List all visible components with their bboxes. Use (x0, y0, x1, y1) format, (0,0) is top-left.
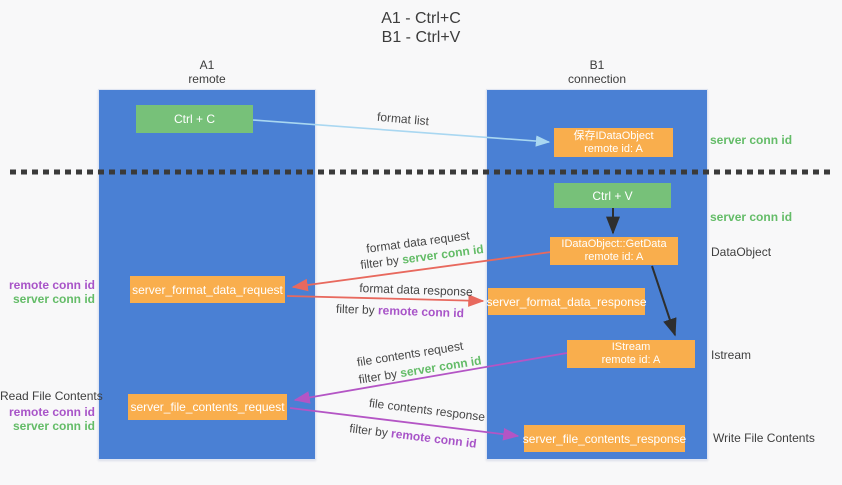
istream-line1: IStream (611, 341, 651, 353)
server-file-contents-response-box: server_file_contents_response (522, 425, 687, 452)
format-list-arrow (252, 119, 551, 147)
lane-b1-name: B1 (589, 58, 605, 72)
server-conn-id-right-mid: server conn id (710, 210, 793, 224)
server-format-data-request-box: server_format_data_request (130, 276, 285, 303)
server-conn-id-right-top: server conn id (710, 133, 793, 147)
lane-header-a1: A1 remote (98, 58, 316, 86)
write-file-contents-label: Write File Contents (713, 431, 815, 445)
ctrl-c-label: Ctrl + C (173, 112, 215, 126)
save-idataobject-line1: 保存IDataObject (573, 129, 654, 142)
remote-conn-id-key: remote conn id (377, 303, 465, 321)
file-contents-request-arrow (293, 352, 568, 404)
lane-header-b1: B1 connection (486, 58, 708, 86)
server-file-contents-request-box: server_file_contents_request (128, 394, 287, 420)
server-conn-id-left-top: server conn id (12, 292, 95, 306)
lane-a1-name: A1 (199, 58, 215, 72)
server-format-data-response-box: server_format_data_response (486, 288, 647, 315)
format-data-response-arrow (286, 294, 485, 307)
istream-box: IStream remote id: A (567, 340, 695, 368)
save-idataobject-line2: remote id: A (584, 142, 643, 155)
server-format-data-request-label: server_format_data_request (132, 282, 283, 297)
filter-by-text: filter by (335, 301, 375, 318)
getdata-line2: remote id: A (584, 251, 644, 263)
format-data-request-arrow (291, 251, 552, 292)
ctrl-v-box: Ctrl + V (554, 183, 671, 208)
server-format-data-response-label: server_format_data_response (486, 294, 647, 309)
istream-line2: remote id: A (601, 354, 661, 366)
title-line-1: A1 - Ctrl+C (381, 10, 461, 27)
remote-conn-id-left-top: remote conn id (8, 278, 95, 292)
ctrl-c-box: Ctrl + C (136, 105, 253, 133)
read-file-contents-label: Read File Contents (0, 389, 103, 403)
save-idataobject-box: 保存IDataObject remote id: A (554, 128, 673, 157)
ctrl-v-label: Ctrl + V (592, 188, 633, 203)
getdata-to-istream-arrow (651, 265, 677, 337)
diagram-title: A1 - Ctrl+C B1 - Ctrl+V (0, 9, 842, 47)
file-contents-response-arrow (289, 407, 520, 441)
idataobject-getdata-box: IDataObject::GetData remote id: A (550, 237, 678, 265)
server-file-contents-request-label: server_file_contents_request (130, 400, 285, 414)
istream-side-label: Istream (711, 348, 752, 362)
server-file-contents-response-label: server_file_contents_response (522, 431, 687, 446)
remote-conn-id-left-bottom: remote conn id (8, 405, 95, 419)
server-conn-id-left-bottom: server conn id (12, 419, 95, 433)
lane-b1-subtitle: connection (567, 72, 627, 86)
dataobject-label: DataObject (711, 245, 772, 259)
getdata-line1: IDataObject::GetData (561, 238, 667, 250)
lane-a1-subtitle: remote (188, 72, 226, 86)
title-line-2: B1 - Ctrl+V (381, 29, 461, 46)
